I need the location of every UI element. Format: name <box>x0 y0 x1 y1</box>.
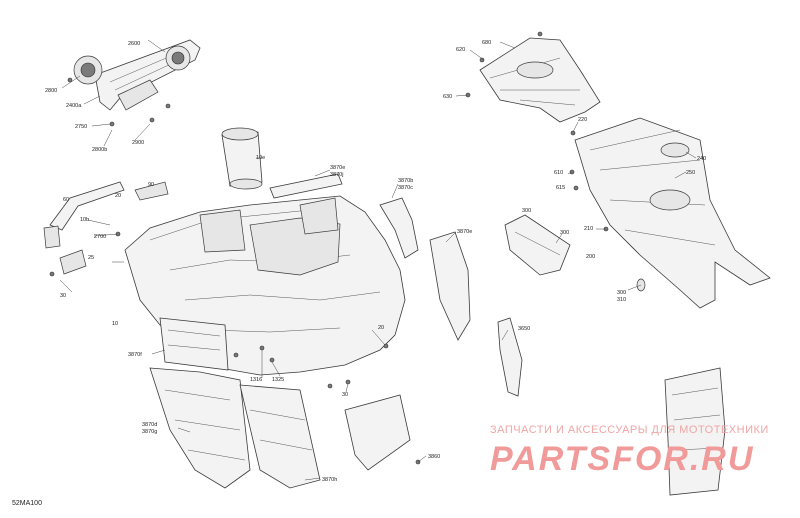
watermark-caption: ЗАПЧАСТИ И АКСЕССУАРЫ ДЛЯ МОТОТЕХНИКИ <box>490 424 769 436</box>
gauge-bracket-assembly <box>67 39 201 127</box>
callout-label: 2800b <box>92 147 107 153</box>
side-trim-panels <box>269 173 523 397</box>
callout-label: 3870h <box>322 477 337 483</box>
callout-label: 240 <box>697 156 706 162</box>
callout-label: 3870e <box>330 165 345 171</box>
callout-label: 210 <box>584 226 593 232</box>
callout-label: 25 <box>88 255 94 261</box>
document-id: 52MA100 <box>12 500 42 507</box>
callout-label: 20 <box>115 193 121 199</box>
air-filter-cylinder <box>221 127 263 190</box>
callout-label: 3650 <box>518 326 530 332</box>
callout-label: 2600 <box>128 41 140 47</box>
callout-label: 610 <box>554 170 563 176</box>
callout-label: 300 <box>522 208 531 214</box>
callout-label: 2900 <box>132 140 144 146</box>
callout-label: 615 <box>556 185 565 191</box>
callout-label: 250 <box>686 170 695 176</box>
callout-label: 220 <box>578 117 587 123</box>
callout-label: 3870e <box>457 229 472 235</box>
callout-label: 30 <box>60 293 66 299</box>
callout-label: 2750 <box>75 124 87 130</box>
side-handle <box>43 181 169 275</box>
lower-panels <box>149 317 726 496</box>
callout-label: 1325 <box>272 377 284 383</box>
callout-label: 20 <box>378 325 384 331</box>
callout-label: 310 <box>617 297 626 303</box>
callout-label: 3870b <box>398 178 413 184</box>
callout-label: 300 <box>617 290 626 296</box>
callout-label: 3870d <box>142 422 157 428</box>
callout-label: 2700 <box>94 234 106 240</box>
callout-label: 10 <box>112 321 118 327</box>
callout-label: 1316 <box>250 377 262 383</box>
upper-cover <box>465 31 601 123</box>
leader-lines <box>59 39 697 481</box>
callout-label: 60 <box>63 197 69 203</box>
callout-label: 2800 <box>45 88 57 94</box>
callout-label: 10e <box>256 155 265 161</box>
callout-label: 300 <box>560 230 569 236</box>
callout-label: 30 <box>342 392 348 398</box>
callout-label: 630 <box>443 94 452 100</box>
callout-label: 200 <box>586 254 595 260</box>
callout-label: 3870j <box>330 172 343 178</box>
callout-label: 10b <box>80 217 89 223</box>
fuel-tank-console <box>552 117 771 309</box>
callout-label: 3870g <box>142 429 157 435</box>
callout-label: 3860 <box>428 454 440 460</box>
callout-label: 90 <box>148 182 154 188</box>
callout-label: 3870f <box>128 352 142 358</box>
side-bracket <box>504 214 646 292</box>
watermark-logo: PARTSFOR.RU <box>490 440 755 478</box>
callout-label: 680 <box>482 40 491 46</box>
fastener-bolts <box>49 231 421 465</box>
callout-labels: 2600 2800 2400a 2750 2900 2800b 620 680 … <box>45 40 706 483</box>
callout-label: 2400a <box>66 103 82 109</box>
callout-label: 620 <box>456 47 465 53</box>
callout-label: 3870c <box>398 185 413 191</box>
